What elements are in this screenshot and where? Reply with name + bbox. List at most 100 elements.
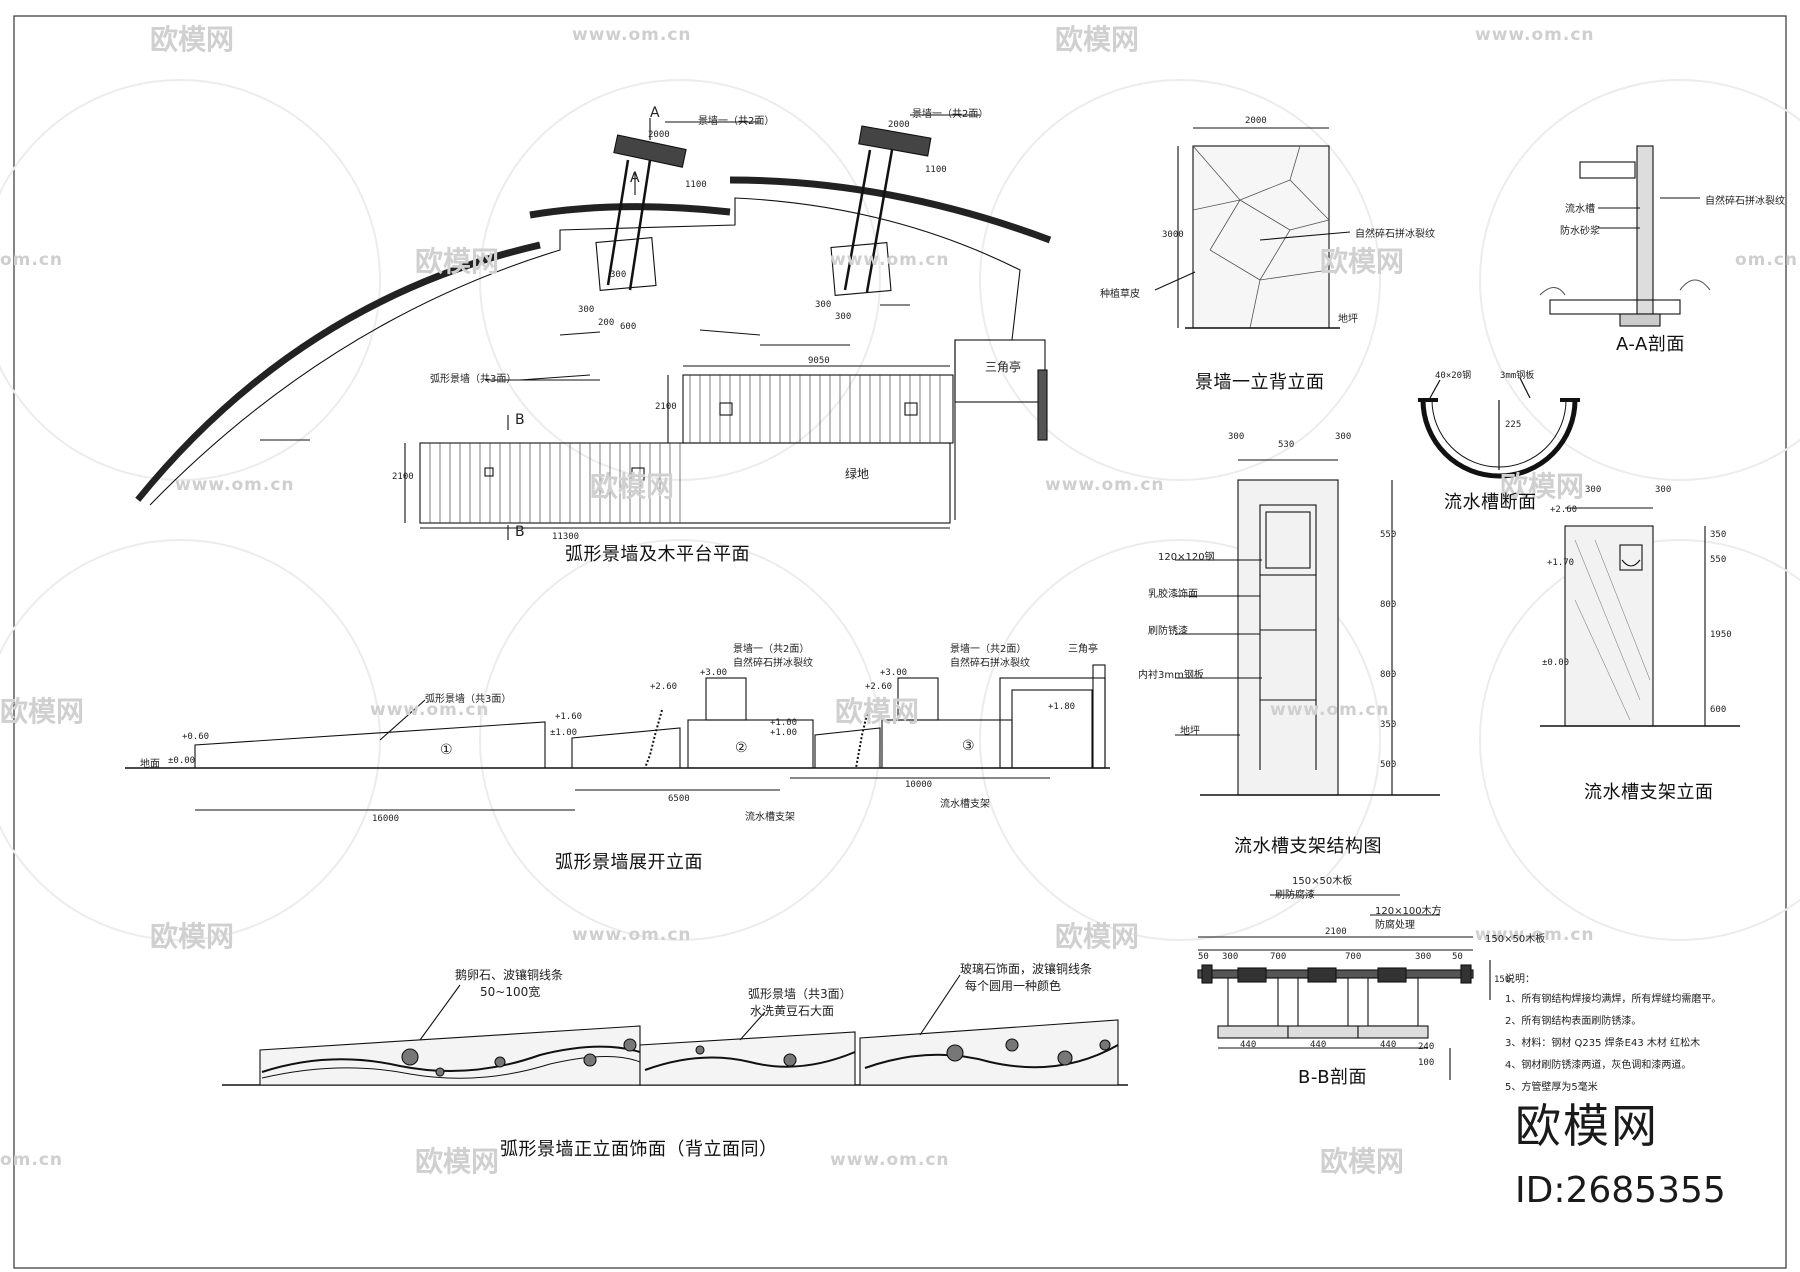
plan-label-pavilion: 三角亭: [985, 360, 1022, 374]
brand-logo-text: 欧模网: [1515, 1099, 1659, 1153]
level-mark: ±0.00: [1542, 658, 1570, 668]
watermark-brand: 欧模网: [1320, 1145, 1405, 1178]
wall-back-elevation-drawing: [1154, 127, 1351, 329]
support-label-tube: 120×120钢: [1158, 552, 1215, 563]
wall-back-elevation-title: 景墙一立背立面: [1195, 372, 1325, 393]
dim: 50: [1452, 952, 1463, 962]
dim: 2100: [392, 472, 414, 482]
dim: 300: [835, 312, 852, 322]
dim: 2000: [648, 130, 670, 140]
watermark-url-fragment: om.cn: [0, 1150, 64, 1170]
bb-label: 150×50木板: [1485, 934, 1546, 945]
bb-label: 150×50木板: [1292, 876, 1353, 887]
dim: 2100: [1325, 927, 1347, 937]
dim: 600: [1710, 705, 1727, 715]
level-mark: +3.00: [880, 668, 908, 678]
watermark-brand: 欧模网: [415, 1145, 500, 1178]
dim: 440: [1310, 1040, 1327, 1050]
support-elevation-title: 流水槽支架立面: [1584, 782, 1714, 803]
section-aa-title: A-A剖面: [1616, 334, 1685, 355]
elev-label-stone: 自然碎石拼冰裂纹: [950, 658, 1030, 669]
bb-label: 防腐处理: [1375, 920, 1415, 931]
dim: 9050: [808, 356, 830, 366]
level-mark: ±1.00: [550, 728, 578, 738]
facade-label: 50~100宽: [480, 985, 541, 999]
elev-label-stone: 自然碎石拼冰裂纹: [733, 658, 813, 669]
section-mark-b: B: [515, 524, 525, 540]
watermark-url: www.om.cn: [830, 1150, 950, 1170]
dim: 1950: [1710, 630, 1732, 640]
watermark-brand: 欧模网: [150, 23, 235, 56]
watermark-url: www.om.cn: [1475, 925, 1595, 945]
dim: 550: [1380, 530, 1397, 540]
channel-section-title: 流水槽断面: [1444, 492, 1537, 513]
watermark-url: www.om.cn: [572, 25, 692, 45]
channel-label: 40×20钢: [1435, 371, 1472, 381]
level-mark: +1.80: [1048, 702, 1076, 712]
watermark-url-fragment: om.cn: [0, 250, 64, 270]
watermark-url: www.om.cn: [1270, 700, 1390, 720]
dim: 800: [1380, 670, 1397, 680]
elev-section-number: ①: [440, 742, 453, 758]
watermark-brand: 欧模网: [835, 695, 920, 728]
facade-label: 水洗黄豆石大面: [750, 1004, 835, 1018]
section-aa-label: 防水砂浆: [1560, 226, 1600, 237]
note-item: 5、方管壁厚为5毫米: [1505, 1082, 1598, 1093]
note-item: 1、所有钢结构焊接均满焊，所有焊缝均需磨平。: [1505, 994, 1722, 1005]
dim: 350: [1380, 720, 1397, 730]
dim: 150: [1494, 975, 1511, 985]
front-facade-drawing: [222, 974, 1128, 1086]
watermark-brand: 欧模网: [1055, 920, 1140, 953]
watermark-brand-fragment: 欧模网: [0, 695, 85, 728]
dim: 300: [1415, 952, 1432, 962]
elev-label-support: 流水槽支架: [940, 799, 990, 810]
section-aa-label: 流水槽: [1565, 204, 1595, 215]
plan-label-lawn: 绿地: [845, 467, 870, 481]
section-aa-drawing: [1539, 145, 1711, 327]
dim: 10000: [905, 780, 933, 790]
level-mark: +1.70: [1547, 558, 1575, 568]
watermark-url: www.om.cn: [572, 925, 692, 945]
watermark-url: www.om.cn: [1475, 25, 1595, 45]
plan-title: 弧形景墙及木平台平面: [565, 544, 750, 565]
elev-section-number: ③: [962, 738, 975, 754]
section-mark-a: A: [630, 170, 640, 186]
elev-label-ground: 地面: [140, 759, 160, 770]
channel-section-drawing: [1418, 377, 1580, 479]
dim: 1100: [685, 180, 707, 190]
dim: 2100: [655, 402, 677, 412]
dim: 2000: [888, 120, 910, 130]
elev-section-number: ②: [735, 740, 748, 756]
level-mark: +0.60: [182, 732, 210, 742]
dim: 100: [1418, 1058, 1435, 1068]
watermark-brand: 欧模网: [150, 920, 235, 953]
level-mark: +2.60: [865, 682, 893, 692]
dim: 700: [1270, 952, 1287, 962]
watermark-url: www.om.cn: [1045, 475, 1165, 495]
watermark-url: www.om.cn: [830, 250, 950, 270]
section-bb-title: B-B剖面: [1298, 1067, 1368, 1088]
section-mark-a: A: [650, 105, 660, 121]
unfolded-elevation-drawing: [125, 664, 1110, 811]
wall-back-label-grass: 种植草皮: [1100, 289, 1140, 300]
facade-label: 每个圆用一种颜色: [965, 979, 1062, 993]
unfolded-elevation-title: 弧形景墙展开立面: [555, 852, 703, 873]
dim: 300: [1585, 485, 1602, 495]
dim: 550: [1710, 555, 1727, 565]
watermark-brand: 欧模网: [1055, 23, 1140, 56]
dim: 530: [1278, 440, 1295, 450]
level-mark: +1.00: [770, 718, 798, 728]
wall-back-label-ground: 地坪: [1338, 314, 1358, 325]
watermark-url-fragment: om.cn: [1735, 250, 1799, 270]
dim: 600: [620, 322, 637, 332]
dim: 16000: [372, 814, 400, 824]
note-item: 3、材料：钢材 Q235 焊条E43 木材 红松木: [1505, 1038, 1701, 1049]
dim: 440: [1380, 1040, 1397, 1050]
dim: 500: [1380, 760, 1397, 770]
plan-label-wall-one: 景墙一（共2面）: [912, 109, 989, 120]
bb-label: 刷防腐漆: [1275, 890, 1315, 901]
dim: 3000: [1162, 230, 1184, 240]
dim: 300: [815, 300, 832, 310]
watermark-url: www.om.cn: [175, 475, 295, 495]
facade-label: 玻璃石饰面，波镶铜线条: [960, 962, 1093, 976]
